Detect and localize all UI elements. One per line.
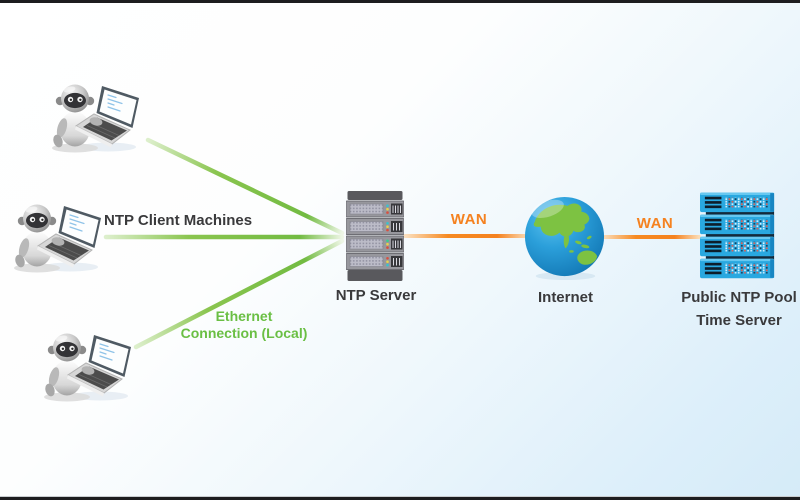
ntp-client-robot-icon-2 [12, 202, 112, 274]
internet-globe-icon [522, 195, 609, 282]
ntp-client-robot-icon-3 [42, 331, 142, 403]
internet-label: Internet [537, 289, 593, 306]
wan-label-right: WAN [636, 215, 674, 232]
pool-time-server-icon [700, 192, 778, 281]
pool-server-label: Public NTP Pool Time Server [678, 286, 800, 332]
clients-label: NTP Client Machines [104, 212, 253, 229]
ntp-server-label: NTP Server [335, 287, 417, 304]
ntp-client-robot-icon-1 [50, 82, 150, 154]
ethernet-label-line2: Connection (Local) [180, 325, 308, 341]
ethernet-line-1 [145, 137, 345, 236]
top-letterbox-bar [0, 0, 800, 3]
ethernet-connection-label: Ethernet Connection (Local) [158, 308, 330, 342]
bottom-letterbox-bar [0, 497, 800, 500]
pool-label-line1: Public NTP Pool [681, 289, 797, 306]
wan-label-left: WAN [450, 211, 488, 228]
ntp-server-rack-icon [346, 191, 404, 281]
pool-label-line2: Time Server [696, 312, 782, 329]
ethernet-line-3 [133, 238, 345, 350]
ethernet-label-line1: Ethernet [215, 308, 273, 324]
